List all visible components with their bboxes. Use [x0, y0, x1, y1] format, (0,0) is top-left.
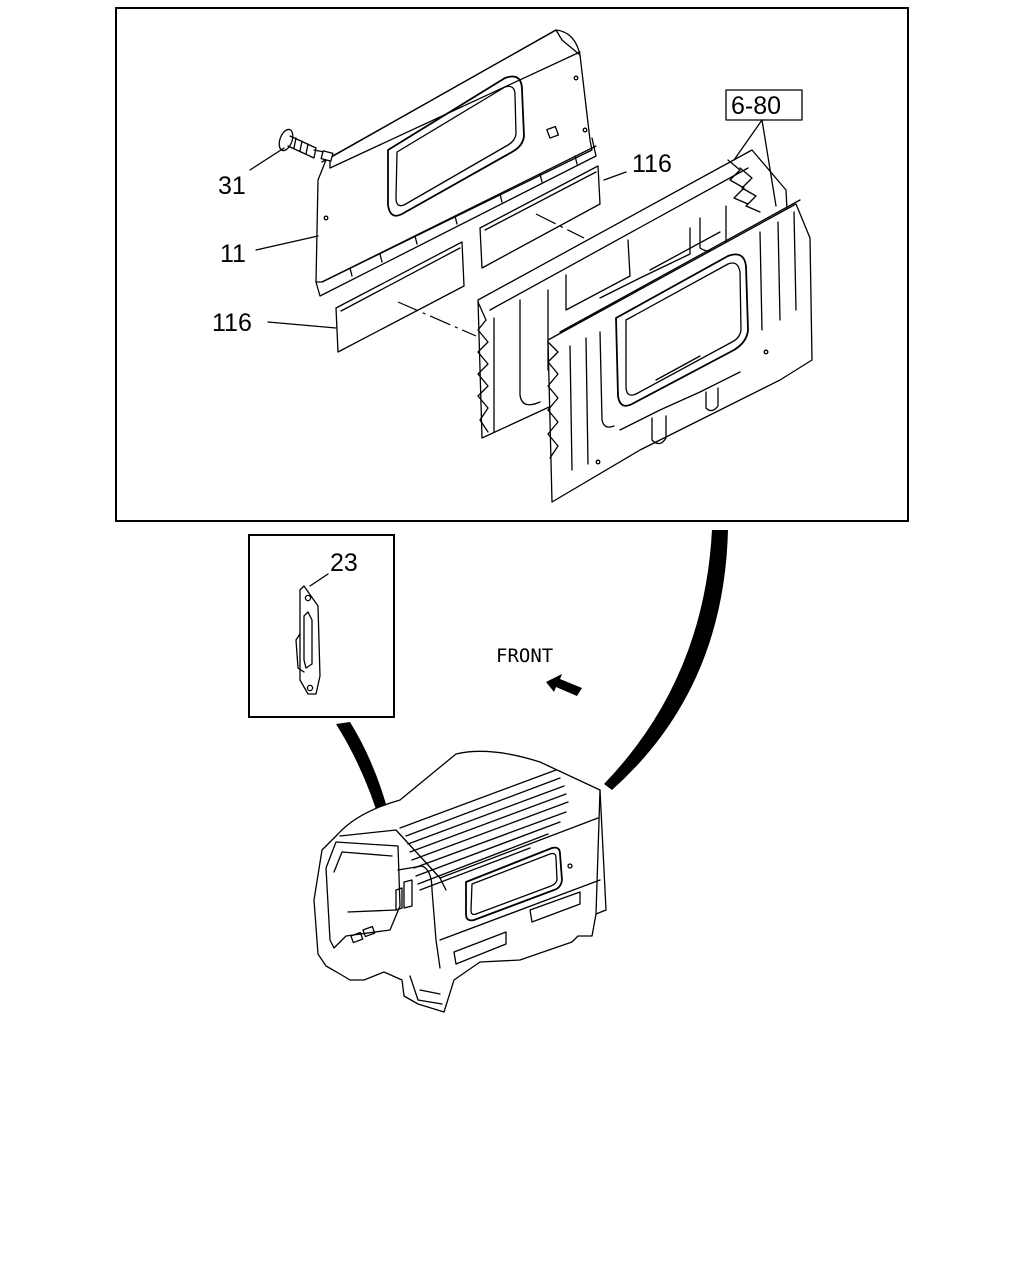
leader-lines: [249, 119, 777, 329]
bolt: [278, 128, 334, 162]
clip-bracket: [295, 573, 329, 695]
outer-body-panel: [547, 159, 813, 503]
callout-panel: 11: [220, 240, 246, 268]
cab-body: [313, 750, 607, 1013]
front-arrow-icon: [546, 674, 582, 696]
callout-pad-lower: 116: [212, 309, 252, 337]
front-label: FRONT: [496, 645, 553, 667]
rear-trim-panel: [315, 29, 597, 297]
callout-bolt: 31: [218, 172, 246, 200]
callout-pad-upper: 116: [632, 150, 672, 178]
callout-clip: 23: [330, 549, 358, 577]
detail-frame-upper: [115, 7, 909, 522]
callout-reference: 6-80: [731, 92, 781, 120]
detail-frame-clip: [248, 534, 395, 718]
pad-lower: [335, 241, 465, 353]
reference-box: [725, 89, 803, 121]
pad-upper: [479, 165, 601, 269]
